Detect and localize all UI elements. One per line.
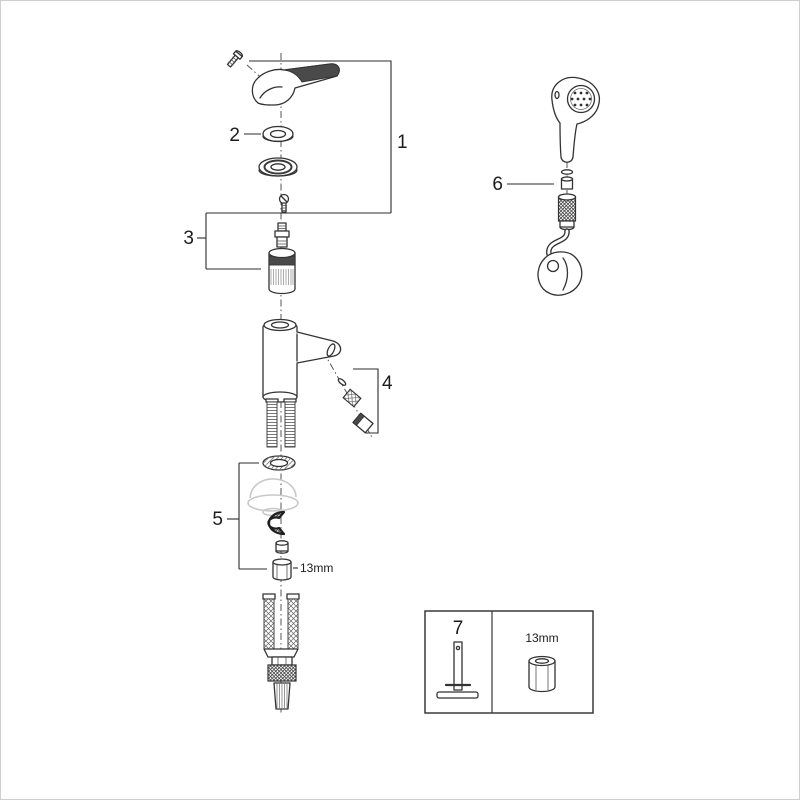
cartridge-stem <box>274 222 290 248</box>
nut-size-label: 13mm <box>300 561 333 575</box>
callout-1-label: 1 <box>397 132 408 153</box>
callout-4-label: 4 <box>382 373 393 394</box>
cartridge-screw <box>278 193 290 213</box>
supply-studs <box>265 398 297 448</box>
mounting-tool <box>436 641 479 699</box>
spray-head <box>551 76 600 163</box>
callout-7-label: 7 <box>453 618 464 639</box>
spout-axis <box>322 350 374 440</box>
callout-4-leader <box>353 368 379 434</box>
callout-1-leader <box>249 60 392 213</box>
ghost-faucet <box>247 478 299 517</box>
callout-5-leader <box>227 462 267 570</box>
spray-holder <box>537 251 583 296</box>
cartridge <box>268 247 296 295</box>
aerator-parts <box>337 378 374 434</box>
hose-fitting <box>263 648 299 658</box>
aerator-oring <box>337 378 347 386</box>
spray-washer <box>560 169 574 175</box>
callout-3-label: 3 <box>183 228 194 249</box>
screw-axis <box>246 64 268 84</box>
hex-nut-13mm <box>272 558 292 581</box>
tool-box: 7 13mm <box>424 610 594 714</box>
spray-button <box>554 90 560 100</box>
spray-check-valve <box>560 176 574 190</box>
aerator-housing <box>352 412 374 434</box>
lever-handle <box>251 63 340 106</box>
faucet-body <box>262 318 342 403</box>
callout-6-label: 6 <box>492 174 503 195</box>
callout-3-leader <box>197 212 391 270</box>
aerator-insert <box>342 388 362 408</box>
handle-screw <box>226 50 244 68</box>
spray-coupling-nut <box>557 193 577 231</box>
supply-hoses <box>262 593 300 710</box>
box-nut-size-label: 13mm <box>525 631 558 645</box>
hand-spray <box>537 76 600 296</box>
escutcheon-ring <box>258 157 298 177</box>
mounting-clamp <box>267 510 286 536</box>
handle-cap-ring <box>262 125 294 143</box>
box-hex-nut <box>528 655 556 693</box>
knurled-nut <box>267 664 297 682</box>
spray-face-holes <box>570 91 592 107</box>
callout-5-label: 5 <box>212 509 223 530</box>
base-gasket <box>262 455 296 471</box>
callout-2-label: 2 <box>229 125 240 146</box>
lock-nut <box>275 540 289 554</box>
threaded-tailpiece <box>273 682 291 710</box>
callouts: 1 2 3 4 5 13mm 6 <box>183 60 554 575</box>
spout-outlet <box>326 343 336 357</box>
